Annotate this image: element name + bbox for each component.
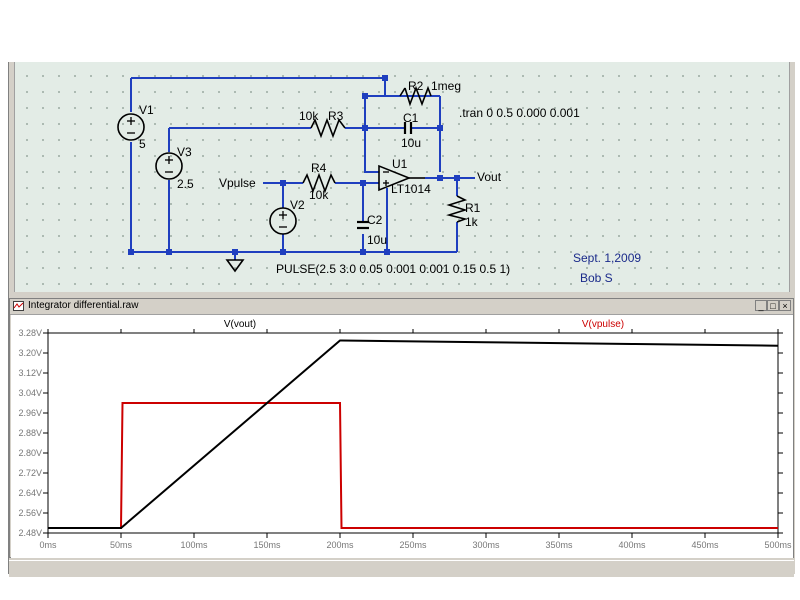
x-tick-label: 0ms (39, 540, 57, 550)
x-tick-label: 500ms (764, 540, 792, 550)
tran-directive: .tran 0 0.5 0.000 0.001 (459, 106, 580, 120)
v3-value: 2.5 (177, 177, 194, 191)
v1-label: V1 (139, 103, 154, 117)
y-tick-label: 2.72V (18, 468, 42, 478)
c1-label: C1 (403, 111, 419, 125)
c2-value: 10u (367, 233, 388, 247)
restore-button[interactable]: □ (767, 300, 779, 311)
x-tick-label: 50ms (110, 540, 133, 550)
date-note: Sept. 1,2009 (573, 251, 642, 265)
y-tick-label: 3.28V (18, 328, 42, 338)
u1-value: LT1014 (391, 182, 431, 196)
x-tick-label: 400ms (618, 540, 646, 550)
plot-background (11, 315, 793, 558)
y-tick-label: 2.48V (18, 528, 42, 538)
waveform-plot[interactable]: V(vout) V(vpulse) 2.48V 2.56V 2.64V 2.72V 2.8… (10, 299, 795, 559)
vout-label: Vout (477, 170, 502, 184)
status-bar (9, 560, 794, 577)
r4-label: R4 (311, 161, 327, 175)
c1-value: 10u (401, 136, 422, 150)
y-tick-label: 3.04V (18, 388, 42, 398)
x-tick-label: 300ms (472, 540, 500, 550)
waveform-window[interactable]: Integrator differential.raw _ □ × V(vout… (9, 298, 794, 558)
r1-value: 1k (465, 215, 478, 229)
legend-entry-vout[interactable]: V(vout) (224, 319, 256, 330)
y-tick-label: 2.56V (18, 508, 42, 518)
vpulse-label: Vpulse (219, 176, 256, 190)
r2-value: 1meg (431, 79, 462, 93)
waveform-title: Integrator differential.raw (28, 300, 139, 311)
y-tick-label: 3.12V (18, 368, 42, 378)
x-tick-label: 200ms (326, 540, 354, 550)
y-tick-label: 2.96V (18, 408, 42, 418)
x-tick-label: 100ms (180, 540, 208, 550)
series-line-vout (48, 339, 779, 529)
x-tick-label: 350ms (545, 540, 573, 550)
y-tick-label: 2.80V (18, 448, 42, 458)
u1-label: U1 (392, 157, 408, 171)
schematic-drawing (117, 75, 475, 273)
close-button[interactable]: × (779, 300, 791, 311)
y-tick-label: 2.88V (18, 428, 42, 438)
y-tick-label: 2.64V (18, 488, 42, 498)
waveform-title-bar[interactable]: Integrator differential.raw _ □ × (10, 299, 793, 315)
waveform-icon (13, 301, 24, 311)
pulse-spec: PULSE(2.5 3.0 0.05 0.001 0.001 0.15 0.5 … (276, 262, 511, 276)
schematic-pane[interactable]: V1 5 V3 2.5 V2 Vpulse R4 10k 10k R3 R2 1… (14, 62, 790, 292)
c2-label: C2 (367, 213, 383, 227)
x-tick-label: 250ms (399, 540, 427, 550)
r3-value: 10k (299, 109, 319, 123)
minimize-button[interactable]: _ (755, 300, 767, 311)
r2-label: R2 (408, 79, 424, 93)
x-tick-label: 450ms (691, 540, 719, 550)
legend-entry-vpulse[interactable]: V(vpulse) (582, 319, 624, 330)
r1-label: R1 (465, 201, 481, 215)
r4-value: 10k (309, 188, 329, 202)
v3-label: V3 (177, 145, 192, 159)
y-tick-label: 3.20V (18, 348, 42, 358)
x-tick-label: 150ms (253, 540, 281, 550)
author-note: Bob S (580, 271, 613, 285)
v2-label: V2 (290, 198, 305, 212)
r3-label: R3 (328, 109, 344, 123)
v1-value: 5 (139, 137, 146, 151)
